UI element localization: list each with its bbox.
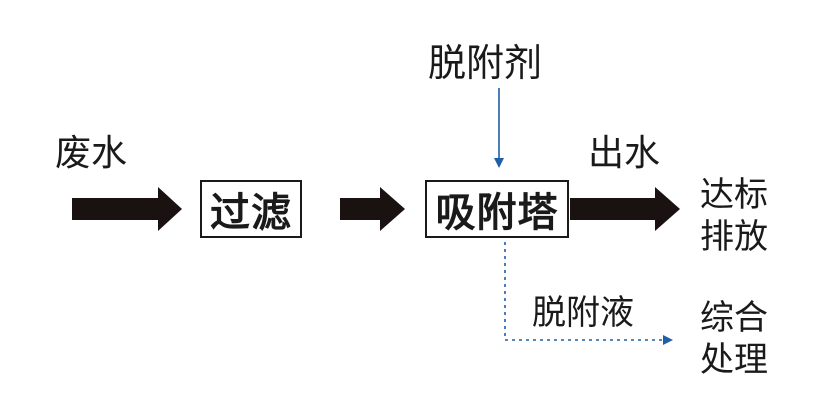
discharge-label-line2: 排放 — [700, 217, 768, 257]
discharge-label-line1: 达标 — [700, 175, 768, 215]
treatment-label-line1: 综合 — [700, 298, 768, 338]
main-flow-arrow-3 — [570, 187, 680, 231]
desorbent-label: 脱附剂 — [428, 41, 543, 85]
treatment-label-line2: 处理 — [700, 340, 768, 380]
effluent-label: 出水 — [588, 133, 661, 174]
discharge-label: 达标 排放 — [700, 174, 768, 258]
main-flow-arrow-2 — [340, 187, 405, 231]
filtration-box: 过滤 — [200, 180, 302, 238]
desorption-liquid-label: 脱附液 — [532, 293, 634, 333]
main-flow-arrow-1 — [72, 187, 182, 231]
comprehensive-treatment-label: 综合 处理 — [700, 297, 768, 381]
wastewater-label: 废水 — [55, 133, 128, 174]
adsorption-tower-box: 吸附塔 — [425, 180, 569, 238]
